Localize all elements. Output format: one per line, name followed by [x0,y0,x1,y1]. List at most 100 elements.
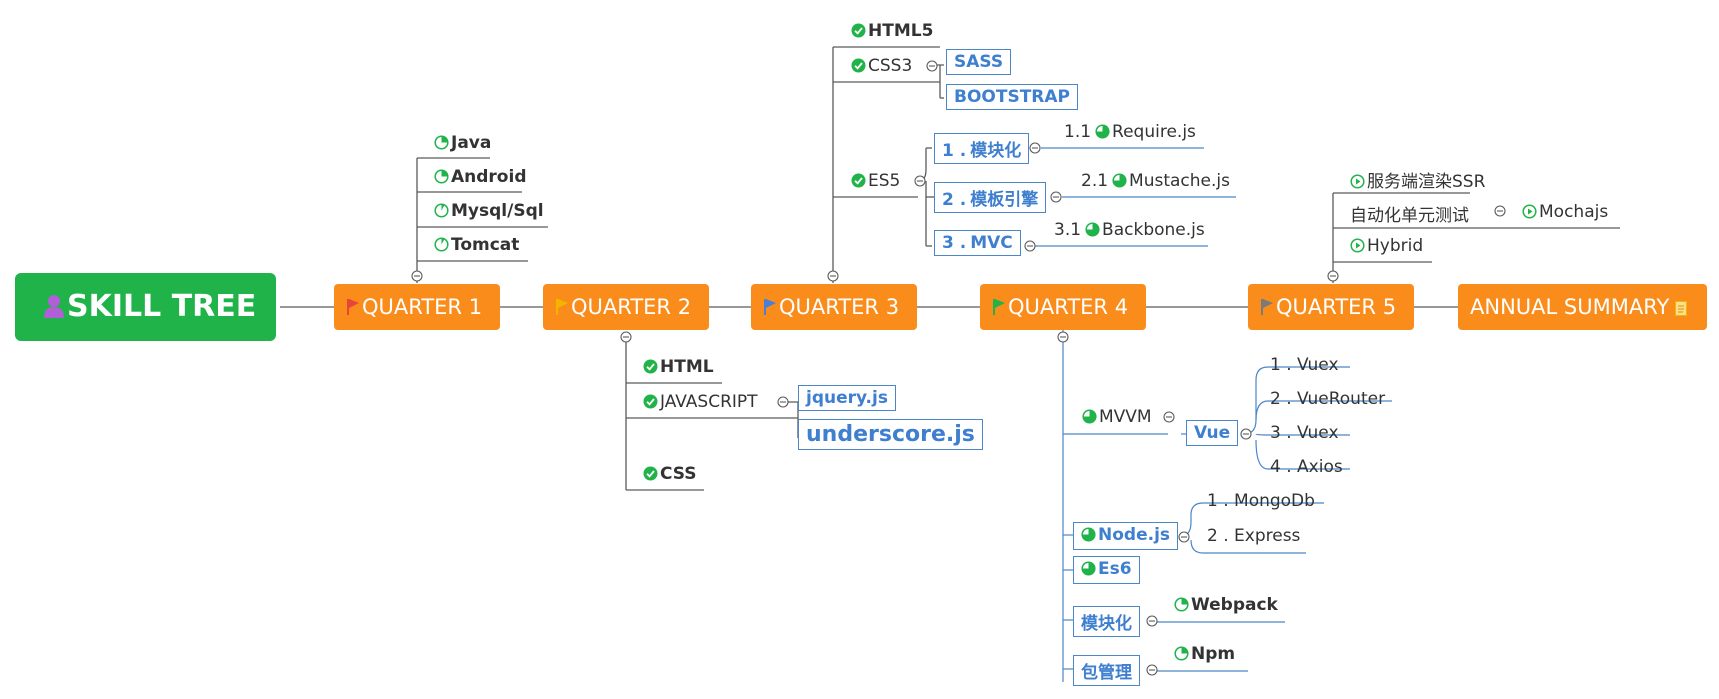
flag-icon [1260,286,1274,332]
vue-item[interactable]: 1 . Vuex [1270,355,1339,375]
jquery-label: jquery.js [806,388,888,408]
vue-node[interactable]: Vue [1186,420,1239,446]
es5-template-num: 2 . [942,190,967,210]
progress-icon [1085,222,1100,242]
q3-html5-label: HTML5 [868,21,934,41]
quarter-3-label: QUARTER 3 [779,295,900,319]
npm-label: Npm [1191,644,1236,664]
flag-icon [992,286,1006,332]
nodejs-node[interactable]: Node.js [1073,522,1179,550]
root-node[interactable]: SKILL TREE [15,273,277,341]
q1-item-label: Java [451,133,492,153]
unit-test-label: 自动化单元测试 [1350,206,1469,226]
mvvm-node[interactable]: MVVM [1082,407,1152,429]
es5-module-node[interactable]: 1 .模块化 [934,133,1030,164]
requirejs-num: 1.1 [1064,122,1092,142]
q2-html[interactable]: HTML [643,357,714,379]
quarter-4-node[interactable]: QUARTER 4 [980,284,1146,330]
mustache-num: 2.1 [1081,171,1109,191]
play-icon [1350,238,1365,258]
node-item[interactable]: 2 . Express [1207,526,1300,546]
q1-item-label: Tomcat [451,235,520,255]
webpack-node[interactable]: Webpack [1174,595,1278,617]
q2-css[interactable]: CSS [643,464,697,486]
quarter-2-node[interactable]: QUARTER 2 [543,284,709,330]
backbone-num: 3.1 [1054,220,1082,240]
q1-item[interactable]: Mysql/Sql [434,201,544,223]
npm-node[interactable]: Npm [1174,644,1235,666]
webpack-label: Webpack [1191,595,1278,615]
annual-summary-label: ANNUAL SUMMARY [1470,295,1670,319]
jquery-node[interactable]: jquery.js [798,385,896,411]
note-icon [1675,286,1688,332]
es6-node[interactable]: Es6 [1073,556,1140,584]
node-item-label: 1 . MongoDb [1207,491,1315,511]
flag-icon [346,286,360,332]
check-icon [851,173,866,193]
backbone-node[interactable]: 3.1 Backbone.js [1054,220,1205,242]
module-node[interactable]: 模块化 [1073,606,1140,637]
mochajs-label: Mochajs [1539,202,1609,222]
vue-label: Vue [1194,423,1231,443]
q1-item-label: Mysql/Sql [451,201,544,221]
mochajs-node[interactable]: Mochajs [1522,202,1608,224]
underscore-node[interactable]: underscore.js [798,419,983,450]
annual-summary-node[interactable]: ANNUAL SUMMARY [1458,284,1707,330]
quarter-3-node[interactable]: QUARTER 3 [751,284,917,330]
quarter-1-label: QUARTER 1 [362,295,483,319]
node-item-label: 2 . Express [1207,526,1301,546]
progress-icon [1095,124,1110,144]
vue-item[interactable]: 2 . VueRouter [1270,389,1385,409]
root-label: SKILL TREE [67,289,257,324]
es5-module-num: 1 . [942,141,967,161]
progress-icon [1081,561,1096,581]
progress-icon [434,169,449,189]
vue-item-label: 2 . VueRouter [1270,389,1386,409]
q1-item[interactable]: Tomcat [434,235,519,257]
vue-item[interactable]: 3 . Vuex [1270,423,1339,443]
q2-javascript[interactable]: JAVASCRIPT [643,392,758,414]
q1-item[interactable]: Android [434,167,527,189]
q1-item[interactable]: Java [434,133,491,155]
es5-template-node[interactable]: 2 .模板引擎 [934,182,1047,213]
quarter-5-node[interactable]: QUARTER 5 [1248,284,1414,330]
es5-mvc-label: MVC [970,233,1013,253]
q3-css3-label: CSS3 [868,56,913,76]
play-icon [1522,204,1537,224]
ssr-node[interactable]: 服务端渲染SSR [1350,167,1485,194]
q3-es5-label: ES5 [868,171,901,191]
nodejs-label: Node.js [1098,525,1171,545]
quarter-2-label: QUARTER 2 [571,295,692,319]
q3-html5[interactable]: HTML5 [851,21,933,43]
es5-module-label: 模块化 [970,141,1022,161]
unit-test-node[interactable]: 自动化单元测试 [1350,201,1469,226]
backbone-label: Backbone.js [1102,220,1205,240]
ssr-label: 服务端渲染SSR [1367,172,1486,192]
vue-item[interactable]: 4 . Axios [1270,457,1343,477]
hybrid-label: Hybrid [1367,236,1424,256]
q3-es5[interactable]: ES5 [851,171,900,193]
check-icon [851,23,866,43]
check-icon [643,359,658,379]
requirejs-node[interactable]: 1.1 Require.js [1064,122,1196,144]
q2-html-label: HTML [660,357,714,377]
pkg-label: 包管理 [1081,663,1132,683]
node-item[interactable]: 1 . MongoDb [1207,491,1315,511]
pkg-node[interactable]: 包管理 [1073,655,1140,686]
mvvm-label: MVVM [1099,407,1152,427]
vue-item-label: 4 . Axios [1270,457,1343,477]
hybrid-node[interactable]: Hybrid [1350,236,1423,258]
vue-item-label: 3 . Vuex [1270,423,1339,443]
sass-node[interactable]: SASS [946,49,1012,75]
progress-icon [434,203,449,223]
quarter-5-label: QUARTER 5 [1276,295,1397,319]
requirejs-label: Require.js [1112,122,1196,142]
module-label: 模块化 [1081,614,1132,634]
bootstrap-node[interactable]: BOOTSTRAP [946,84,1079,110]
quarter-1-node[interactable]: QUARTER 1 [334,284,500,330]
es5-mvc-node[interactable]: 3 .MVC [934,230,1021,256]
check-icon [643,394,658,414]
q3-css3[interactable]: CSS3 [851,56,912,78]
